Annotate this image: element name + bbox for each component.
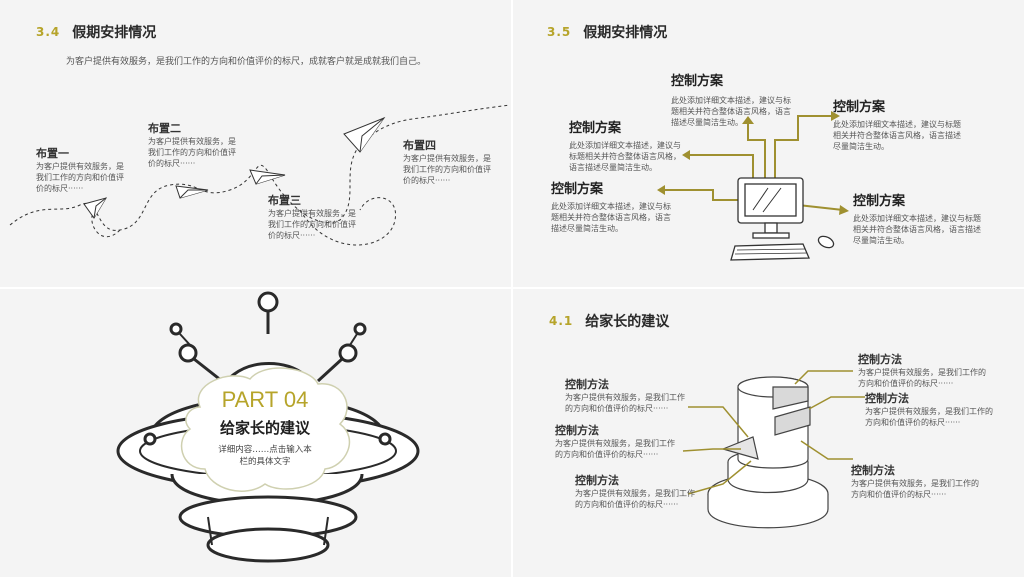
item-label: 布置三 bbox=[268, 194, 301, 207]
item-label: 控制方案 bbox=[671, 74, 724, 89]
item-text: 此处添加详细文本描述，建议与标题相关并符合整体语言风格，语言描述尽量简洁生动。 bbox=[569, 141, 681, 172]
item-label: 布置四 bbox=[403, 139, 436, 152]
slide-3-5[interactable]: 3.5 假期安排情况 bbox=[513, 0, 1024, 287]
part-description: 详细内容……点击输入本 栏的具体文字 bbox=[195, 444, 335, 468]
intro-text: 为客户提供有效服务，是我们工作的方向和价值评价的标尺，成就客户就是成就我们自己。 bbox=[66, 57, 427, 67]
item-label: 控制方案 bbox=[853, 194, 906, 209]
robot-ufo-icon bbox=[116, 291, 420, 563]
list-item: 控制方法 为客户提供有效服务，是我们工作的方向和价值评价的标尺······ bbox=[865, 390, 995, 428]
item-label: 控制方案 bbox=[833, 100, 886, 115]
list-item: 控制方法 为客户提供有效服务，是我们工作的方向和价值评价的标尺······ bbox=[565, 376, 690, 414]
part-title: 给家长的建议 bbox=[219, 419, 310, 437]
item-text: 为客户提供有效服务，是我们工作的方向和价值评价的标尺······ bbox=[148, 137, 236, 168]
item-label: 控制方案 bbox=[551, 182, 604, 197]
cylinder-chart-icon bbox=[682, 370, 865, 529]
section-header: 3.4 假期安排情况 bbox=[36, 22, 156, 42]
list-item: 控制方案 此处添加详细文本描述，建议与标题相关并符合整体语言风格，语言描述尽量简… bbox=[671, 70, 791, 128]
list-item: 布置四 为客户提供有效服务，是我们工作的方向和价值评价的标尺······ bbox=[403, 137, 493, 186]
part-block: PART 04 给家长的建议 详细内容……点击输入本 栏的具体文字 bbox=[195, 387, 335, 468]
section-header: 3.5 假期安排情况 bbox=[547, 22, 667, 42]
part-number: PART 04 bbox=[221, 387, 309, 412]
part-desc-line: 详细内容……点击输入本 bbox=[218, 445, 312, 455]
slide-3-4[interactable]: 3.4 假期安排情况 为客户提供有效服务，是我们工作的方向和价值评价的标尺，成就… bbox=[0, 0, 511, 287]
item-text: 为客户提供有效服务，是我们工作的方向和价值评价的标尺······ bbox=[555, 439, 675, 459]
item-label: 控制方法 bbox=[575, 474, 619, 487]
item-text: 为客户提供有效服务，是我们工作的方向和价值评价的标尺······ bbox=[851, 479, 979, 499]
section-title: 假期安排情况 bbox=[583, 25, 668, 41]
item-text: 为客户提供有效服务，是我们工作的方向和价值评价的标尺······ bbox=[565, 393, 685, 413]
list-item: 控制方法 为客户提供有效服务，是我们工作的方向和价值评价的标尺······ bbox=[851, 462, 986, 500]
list-item: 控制方案 此处添加详细文本描述，建议与标题相关并符合整体语言风格，语言描述尽量简… bbox=[551, 178, 671, 234]
item-text: 为客户提供有效服务，是我们工作的方向和价值评价的标尺······ bbox=[268, 209, 356, 240]
list-item: 控制方案 此处添加详细文本描述，建议与标题相关并符合整体语言风格，语言描述尽量简… bbox=[569, 117, 684, 173]
section-number: 3.4 bbox=[36, 25, 61, 39]
list-item: 控制方法 为客户提供有效服务，是我们工作的方向和价值评价的标尺······ bbox=[858, 351, 993, 389]
item-label: 布置一 bbox=[36, 147, 69, 160]
section-title: 给家长的建议 bbox=[585, 314, 670, 330]
item-text: 为客户提供有效服务，是我们工作的方向和价值评价的标尺······ bbox=[865, 407, 993, 427]
section-number: 4.1 bbox=[549, 314, 574, 328]
item-text: 为客户提供有效服务，是我们工作的方向和价值评价的标尺······ bbox=[858, 368, 986, 388]
list-item: 布置二 为客户提供有效服务，是我们工作的方向和价值评价的标尺······ bbox=[148, 120, 240, 169]
slide-part-04[interactable]: PART 04 给家长的建议 详细内容……点击输入本 栏的具体文字 bbox=[0, 289, 511, 577]
item-text: 为客户提供有效服务，是我们工作的方向和价值评价的标尺······ bbox=[36, 162, 124, 193]
item-text: 此处添加详细文本描述，建议与标题相关并符合整体语言风格，语言描述尽量简洁生动。 bbox=[551, 202, 671, 233]
item-text: 为客户提供有效服务，是我们工作的方向和价值评价的标尺······ bbox=[403, 154, 491, 185]
item-label: 控制方法 bbox=[858, 353, 902, 366]
section-title: 假期安排情况 bbox=[72, 25, 157, 41]
section-number: 3.5 bbox=[547, 25, 572, 39]
item-label: 控制方法 bbox=[565, 378, 609, 391]
item-text: 为客户提供有效服务，是我们工作的方向和价值评价的标尺······ bbox=[575, 489, 695, 509]
slide-4-1[interactable]: 4.1 给家长的建议 bbox=[513, 289, 1024, 577]
item-text: 此处添加详细文本描述，建议与标题相关并符合整体语言风格，语言描述尽量简洁生动。 bbox=[671, 96, 791, 127]
item-label: 布置二 bbox=[148, 122, 181, 135]
part-desc-line: 栏的具体文字 bbox=[239, 457, 291, 467]
list-item: 控制方法 为客户提供有效服务，是我们工作的方向和价值评价的标尺······ bbox=[555, 422, 680, 460]
section-header: 4.1 给家长的建议 bbox=[549, 311, 669, 331]
item-label: 控制方法 bbox=[851, 464, 895, 477]
list-item: 控制方案 此处添加详细文本描述，建议与标题相关并符合整体语言风格，语言描述尽量简… bbox=[853, 190, 983, 246]
list-item: 布置三 为客户提供有效服务，是我们工作的方向和价值评价的标尺······ bbox=[268, 192, 356, 241]
list-item: 控制方案 此处添加详细文本描述，建议与标题相关并符合整体语言风格，语言描述尽量简… bbox=[833, 96, 963, 152]
computer-icon bbox=[657, 111, 849, 261]
item-text: 此处添加详细文本描述，建议与标题相关并符合整体语言风格，语言描述尽量简洁生动。 bbox=[853, 214, 981, 245]
item-label: 控制方法 bbox=[555, 424, 599, 437]
item-label: 控制方法 bbox=[865, 392, 909, 405]
list-item: 布置一 为客户提供有效服务，是我们工作的方向和价值评价的标尺······ bbox=[36, 145, 126, 194]
item-label: 控制方案 bbox=[569, 121, 622, 136]
list-item: 控制方法 为客户提供有效服务，是我们工作的方向和价值评价的标尺······ bbox=[575, 472, 700, 510]
item-text: 此处添加详细文本描述，建议与标题相关并符合整体语言风格，语言描述尽量简洁生动。 bbox=[833, 120, 961, 151]
paper-plane-icon bbox=[9, 104, 511, 246]
